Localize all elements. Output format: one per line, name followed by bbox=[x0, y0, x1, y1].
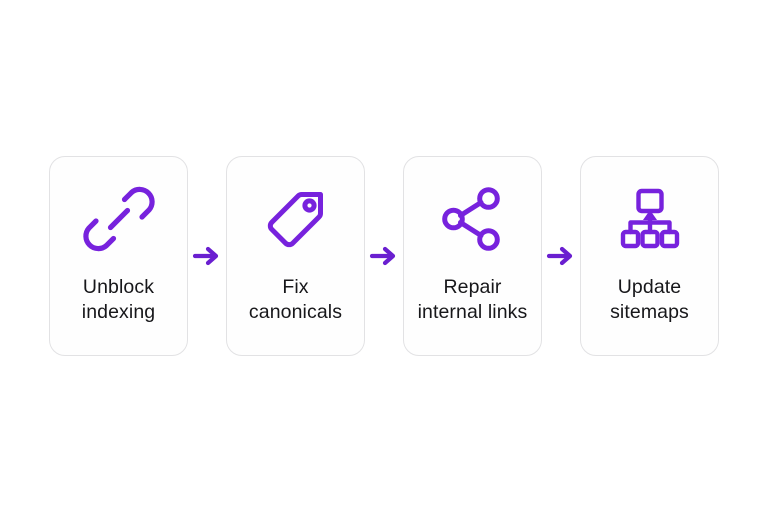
price-tag-icon bbox=[260, 183, 332, 255]
step-label-line1: Update bbox=[617, 276, 682, 298]
step-label-line2: sitemaps bbox=[610, 300, 689, 323]
share-network-icon bbox=[437, 183, 509, 255]
sitemap-hierarchy-icon bbox=[614, 183, 686, 255]
broken-chain-link-icon bbox=[82, 183, 155, 255]
step-card-fix-canonicals[interactable]: Fix canonicals bbox=[226, 156, 365, 356]
step-card-label: Fix canonicals bbox=[233, 275, 359, 325]
step-label-line1: Unblock bbox=[82, 276, 155, 298]
step-label-line2: indexing bbox=[81, 300, 156, 323]
step-label-line1: Fix bbox=[282, 276, 309, 298]
connector-arrow-2 bbox=[365, 156, 403, 356]
step-card-label: Repair internal links bbox=[410, 275, 536, 325]
step-label-line2: internal links bbox=[417, 300, 528, 323]
step-label-line2: canonicals bbox=[248, 300, 343, 323]
connector-arrow-1 bbox=[188, 156, 226, 356]
connector-arrow-3 bbox=[542, 156, 580, 356]
step-card-unblock-indexing[interactable]: Unblock indexing bbox=[49, 156, 188, 356]
step-card-label: Unblock indexing bbox=[56, 275, 182, 325]
step-label-line1: Repair bbox=[443, 276, 502, 298]
step-card-label: Update sitemaps bbox=[587, 275, 713, 325]
step-card-update-sitemaps[interactable]: Update sitemaps bbox=[580, 156, 719, 356]
step-card-repair-internal-links[interactable]: Repair internal links bbox=[403, 156, 542, 356]
steps-row: Unblock indexing bbox=[49, 156, 719, 356]
